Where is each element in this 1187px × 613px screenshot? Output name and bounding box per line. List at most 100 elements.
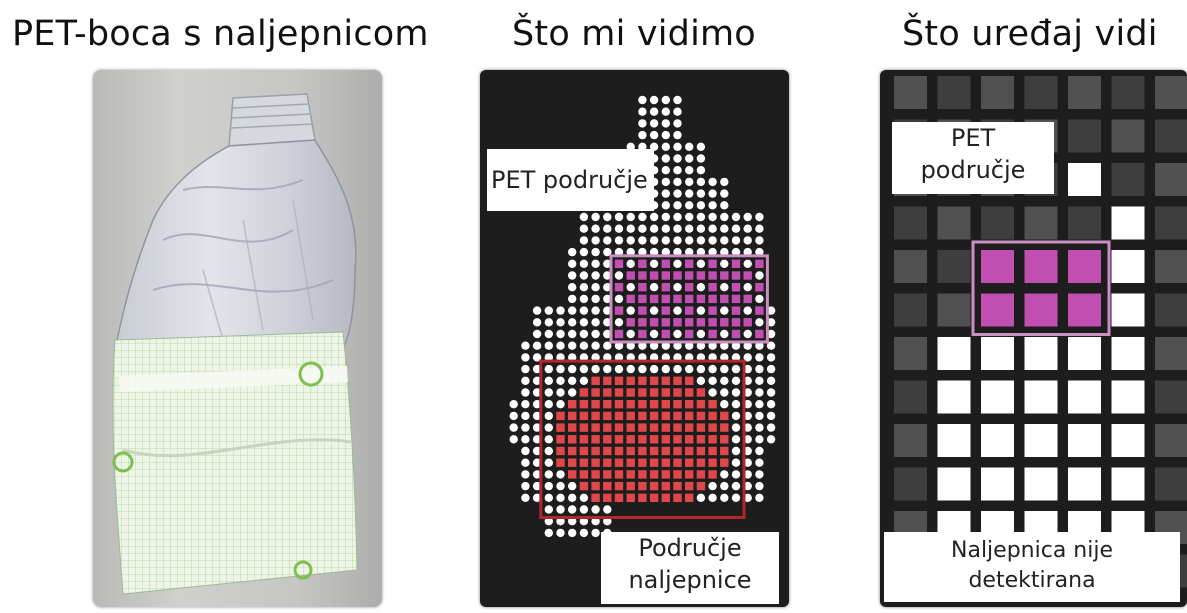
dot bbox=[696, 212, 706, 222]
dot bbox=[579, 329, 589, 339]
dot bbox=[579, 388, 589, 397]
dot bbox=[544, 505, 553, 514]
pixel-cell bbox=[1111, 293, 1145, 327]
pixel-cell bbox=[1155, 250, 1187, 283]
dot bbox=[556, 481, 565, 491]
dot bbox=[755, 470, 764, 479]
dot bbox=[720, 224, 729, 233]
dot bbox=[638, 283, 647, 292]
dot bbox=[731, 470, 741, 479]
dot bbox=[568, 318, 577, 327]
dot bbox=[521, 400, 530, 409]
pet-area-label: PET područje bbox=[892, 122, 1054, 194]
pet-area-label: PET područje bbox=[487, 149, 654, 211]
dot bbox=[579, 528, 589, 538]
pixel-cell bbox=[1024, 250, 1058, 283]
dot bbox=[568, 259, 577, 268]
dot bbox=[532, 446, 542, 456]
dot-grid bbox=[509, 95, 776, 538]
dot bbox=[661, 177, 670, 187]
dot bbox=[755, 294, 764, 304]
dot bbox=[591, 411, 600, 421]
dot bbox=[591, 318, 600, 327]
dot bbox=[603, 435, 612, 444]
dot bbox=[591, 271, 600, 280]
dot bbox=[614, 481, 624, 491]
dot bbox=[720, 259, 729, 268]
dot bbox=[532, 481, 542, 491]
dot bbox=[731, 224, 741, 233]
dot bbox=[521, 376, 530, 385]
dot bbox=[532, 318, 542, 327]
dot bbox=[638, 458, 647, 467]
dot bbox=[755, 329, 764, 339]
dot bbox=[685, 493, 694, 502]
dot bbox=[743, 435, 752, 444]
dot bbox=[649, 212, 659, 222]
dot bbox=[521, 435, 530, 444]
dot bbox=[696, 435, 706, 444]
pet-area-box bbox=[609, 254, 769, 344]
dot bbox=[591, 236, 600, 245]
dot bbox=[626, 224, 635, 233]
dot bbox=[603, 388, 612, 397]
dot bbox=[673, 388, 682, 397]
dot bbox=[755, 481, 764, 491]
dot bbox=[661, 142, 670, 151]
dot bbox=[673, 271, 682, 280]
dot bbox=[638, 142, 647, 151]
dot bbox=[696, 224, 706, 233]
dot bbox=[579, 294, 589, 304]
dot bbox=[743, 236, 752, 245]
dot bbox=[603, 259, 612, 268]
dot bbox=[720, 294, 729, 304]
dot bbox=[661, 400, 670, 409]
pixel-cell bbox=[981, 337, 1014, 370]
dot bbox=[708, 376, 717, 385]
dot bbox=[649, 493, 659, 502]
dot bbox=[556, 470, 565, 479]
dot bbox=[673, 493, 682, 502]
dot bbox=[626, 353, 635, 362]
dot bbox=[638, 119, 647, 128]
dot bbox=[614, 400, 624, 409]
dot bbox=[661, 470, 670, 479]
dot bbox=[731, 259, 741, 268]
dot bbox=[556, 411, 565, 421]
dot bbox=[708, 329, 717, 339]
dot bbox=[649, 364, 659, 374]
dot bbox=[649, 247, 659, 257]
dot bbox=[603, 341, 612, 350]
pixel-cell bbox=[937, 467, 971, 501]
dot bbox=[638, 493, 647, 502]
dot bbox=[685, 341, 694, 350]
dot bbox=[696, 283, 706, 292]
dot bbox=[603, 470, 612, 479]
dot bbox=[579, 318, 589, 327]
dot bbox=[766, 388, 776, 397]
dot bbox=[532, 353, 542, 362]
dot bbox=[591, 247, 600, 257]
dot bbox=[579, 517, 589, 526]
dot bbox=[661, 353, 670, 362]
dot bbox=[696, 236, 706, 245]
dot bbox=[731, 435, 741, 444]
dot bbox=[708, 212, 717, 222]
dot bbox=[661, 130, 670, 140]
dot bbox=[614, 493, 624, 502]
dot bbox=[649, 423, 659, 432]
pixel-cell bbox=[894, 250, 927, 283]
dot bbox=[673, 446, 682, 456]
dot bbox=[638, 329, 647, 339]
pixel-cell bbox=[937, 76, 971, 109]
pixel-cell bbox=[1024, 206, 1058, 240]
dot bbox=[708, 341, 717, 350]
dot bbox=[661, 376, 670, 385]
dot bbox=[696, 259, 706, 268]
dot bbox=[568, 341, 577, 350]
dot bbox=[591, 528, 600, 538]
dot bbox=[626, 236, 635, 245]
dot bbox=[591, 505, 600, 514]
pixel-cell bbox=[937, 206, 971, 240]
pet-area-box bbox=[971, 240, 1111, 336]
